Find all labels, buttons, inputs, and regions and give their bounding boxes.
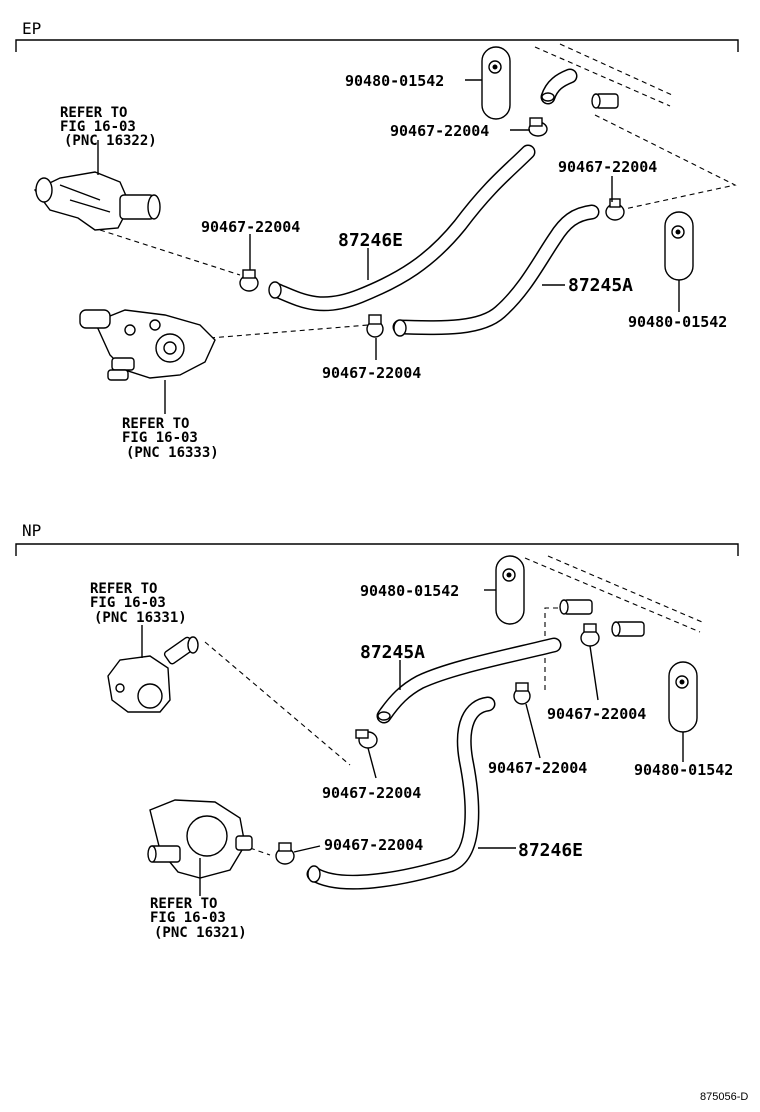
np-clamp-left (355, 729, 378, 749)
np-grommet-top (495, 555, 525, 625)
ep-clamp-left (239, 269, 259, 292)
ep-label-grommet-top: 90480-01542 (345, 72, 444, 90)
ep-label-hose-a: 87245A (568, 275, 633, 296)
np-clamp-bottom (275, 842, 295, 865)
np-leader-dash-3 (249, 847, 271, 856)
np-leader-clamp-right (589, 645, 599, 701)
figure-code: 875056-D (700, 1091, 748, 1103)
ep-section-title: EP (22, 19, 41, 38)
np-label-clamp-left: 90467-22004 (322, 784, 421, 802)
np-leader-clamp-mid (525, 703, 541, 759)
np-ref-upper-line2: FIG 16-03 (90, 595, 166, 611)
np-reference-lower: REFER TO FIG 16-03 (PNC 16321) (150, 896, 247, 941)
ep-clamp-bottom (366, 314, 384, 338)
ep-section-bracket (15, 39, 739, 52)
np-label-hose-a: 87245A (360, 642, 425, 663)
ep-leader-dash-1 (99, 229, 241, 276)
ep-label-clamp-left: 90467-22004 (201, 218, 300, 236)
ep-reference-lower: REFER TO FIG 16-03 (PNC 16333) (122, 416, 219, 461)
ep-nipple (591, 93, 619, 109)
ep-label-clamp-top: 90467-22004 (390, 122, 489, 140)
ep-ref-lower-line2: FIG 16-03 (122, 430, 198, 446)
ep-water-outlet (33, 171, 161, 231)
ep-water-pump (79, 309, 216, 381)
np-label-clamp-mid: 90467-22004 (488, 759, 587, 777)
ep-ref-upper-line3: (PNC 16322) (64, 133, 157, 149)
ep-label-clamp-bottom: 90467-22004 (322, 364, 421, 382)
np-label-hose-e: 87246E (518, 840, 583, 861)
np-ref-upper-line3: (PNC 16331) (94, 610, 187, 626)
np-leader-clamp-left (367, 747, 377, 779)
np-leader-dash-2 (544, 607, 560, 690)
np-section-title: NP (22, 521, 41, 540)
np-reference-upper: REFER TO FIG 16-03 (PNC 16331) (90, 581, 187, 626)
ep-firewall-line-1 (534, 46, 671, 107)
ep-grommet-top (481, 46, 511, 120)
ep-reference-upper: REFER TO FIG 16-03 (PNC 16322) (60, 105, 157, 149)
np-firewall-line-2 (547, 555, 703, 623)
ep-hose-87246e (268, 144, 536, 312)
np-ref-lower-line3: (PNC 16321) (154, 925, 247, 941)
ep-label-clamp-right: 90467-22004 (558, 158, 657, 176)
ep-ref-lower-line3: (PNC 16333) (126, 445, 219, 461)
ep-leader-dash-3 (594, 114, 737, 211)
ep-firewall-line-2 (559, 43, 673, 96)
ep-label-hose-e: 87246E (338, 230, 403, 251)
ep-grommet-right (664, 211, 694, 281)
np-water-outlet (147, 799, 253, 879)
np-label-grommet-top: 90480-01542 (360, 582, 459, 600)
np-leader-clamp-bottom (293, 845, 321, 853)
np-nipple-1 (559, 599, 593, 615)
ep-hose-87245a (392, 204, 600, 337)
np-grommet-right (668, 661, 698, 733)
np-water-inlet (107, 636, 199, 713)
ep-section: EP (15, 19, 739, 461)
np-section-bracket (15, 543, 739, 556)
np-ref-lower-line1: REFER TO (150, 896, 217, 912)
np-hose-87245a (376, 637, 562, 724)
np-label-clamp-right: 90467-22004 (547, 705, 646, 723)
np-leader-dash-1 (204, 641, 351, 766)
np-ref-lower-line2: FIG 16-03 (150, 910, 226, 926)
np-nipple-2 (611, 621, 645, 637)
np-section: NP (15, 521, 739, 941)
ep-ref-lower-line1: REFER TO (122, 416, 189, 432)
np-ref-upper-line1: REFER TO (90, 581, 157, 597)
ep-bent-pipe (540, 68, 578, 105)
np-label-clamp-bottom: 90467-22004 (324, 836, 423, 854)
ep-label-grommet-right: 90480-01542 (628, 313, 727, 331)
np-clamp-mid (513, 682, 531, 705)
ep-ref-upper-line1: REFER TO (60, 105, 127, 121)
np-clamp-right (580, 623, 600, 647)
ep-clamp-top (528, 117, 548, 137)
ep-leader-dash-2 (209, 324, 369, 339)
np-hose-87246e (306, 696, 496, 890)
np-firewall-line-1 (524, 557, 701, 633)
ep-clamp-right (605, 198, 625, 221)
ep-ref-upper-line2: FIG 16-03 (60, 119, 136, 135)
np-label-grommet-right: 90480-01542 (634, 761, 733, 779)
